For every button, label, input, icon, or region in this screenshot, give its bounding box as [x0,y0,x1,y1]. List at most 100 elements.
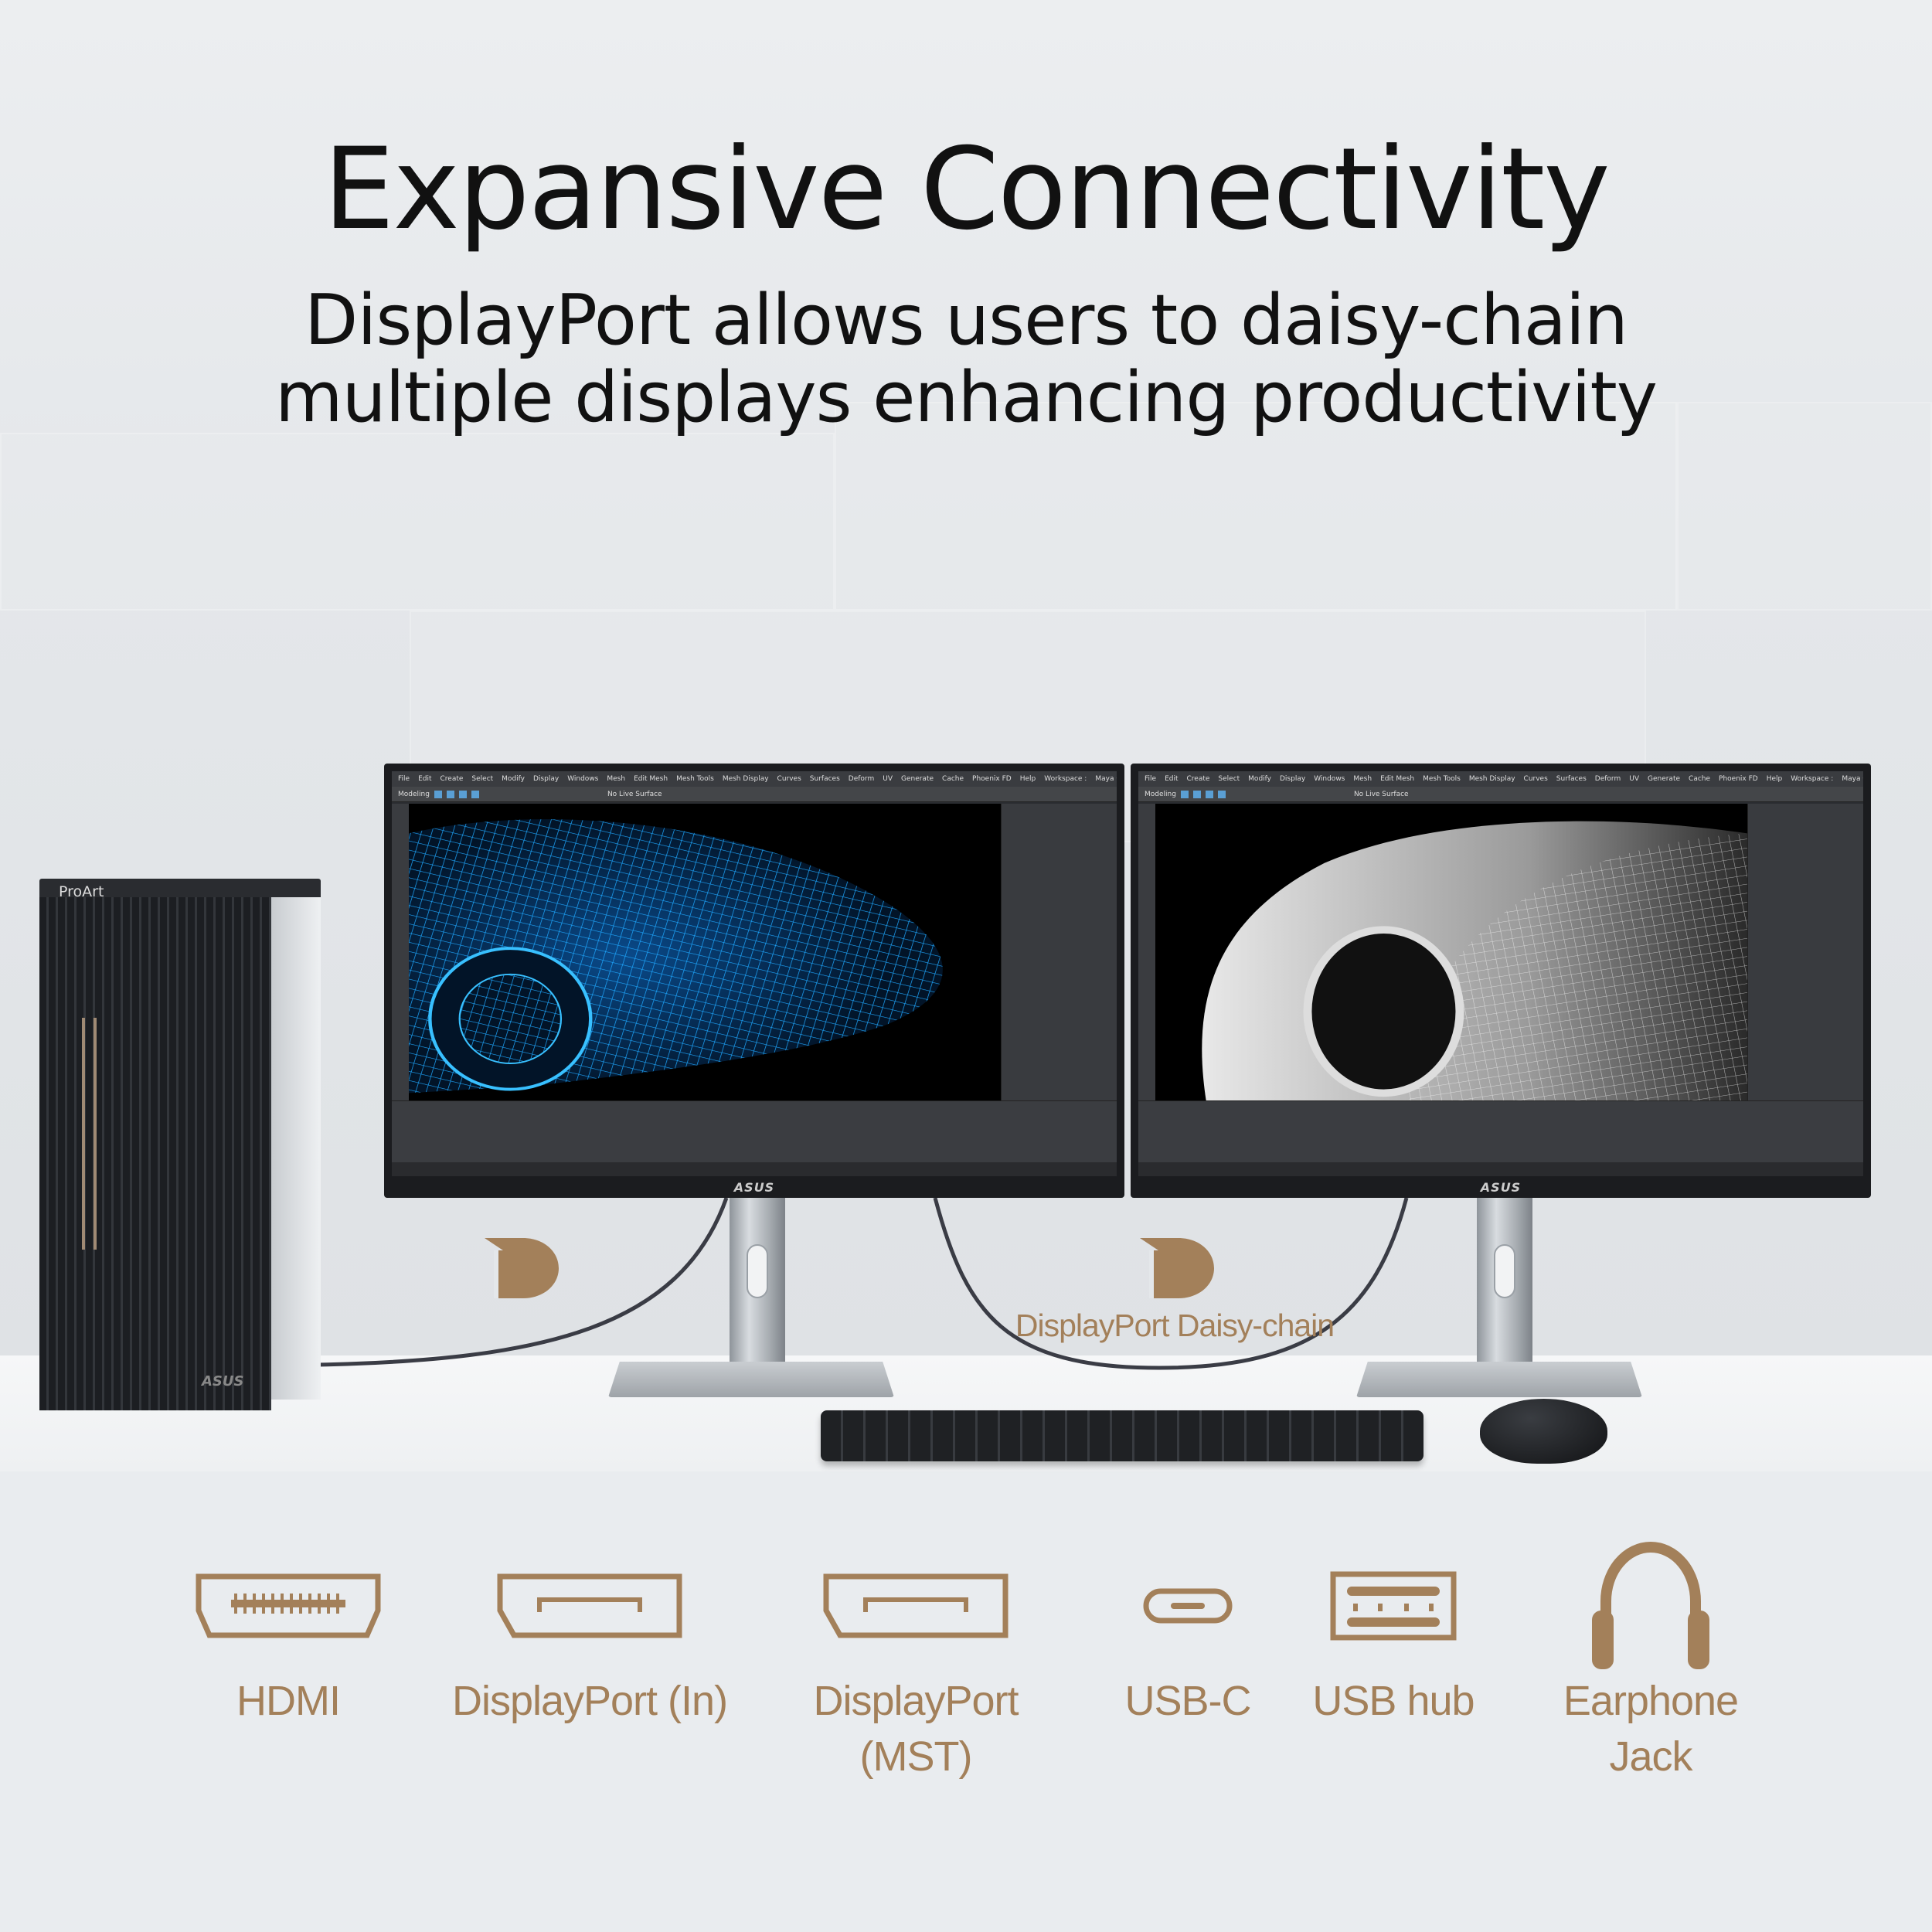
port-displayport-in: DisplayPort (In) [427,1538,752,1729]
mode-select[interactable]: Modeling [1145,790,1176,798]
daisy-chain-caption: DisplayPort Daisy-chain [1015,1308,1335,1343]
menu-edit[interactable]: Edit [1165,775,1179,783]
menu-select[interactable]: Select [471,775,494,783]
displayport-mst-icon [823,1573,1009,1638]
workspace-select[interactable]: Maya Classic [1842,775,1863,783]
menu-file[interactable]: File [398,775,410,783]
live-surface[interactable]: No Live Surface [1353,790,1409,798]
menu-deform[interactable]: Deform [848,775,875,783]
menu-deform[interactable]: Deform [1594,775,1621,783]
menu-cache[interactable]: Cache [942,775,964,783]
tool-sidebar [1138,804,1155,1100]
screen: File Edit Create Select Modify Display Windows… [1138,771,1863,1176]
app-menubar: File Edit Create Select Modify Display Windows… [392,771,1117,787]
car-wireframe [1202,821,1747,1100]
displayport-logo-icon [485,1238,559,1298]
usb-c-icon [1143,1588,1233,1623]
menu-mesh-tools[interactable]: Mesh Tools [1423,775,1461,783]
hdmi-port-icon [196,1573,381,1638]
tool-icon[interactable] [471,790,479,798]
tool-sidebar [392,804,409,1100]
menu-mesh[interactable]: Mesh [607,775,626,783]
menu-curves[interactable]: Curves [1523,775,1548,783]
live-surface[interactable]: No Live Surface [607,790,662,798]
menu-surfaces[interactable]: Surfaces [809,775,840,783]
menu-phoenix[interactable]: Phoenix FD [972,775,1012,783]
proart-logo: ProArt [59,883,104,900]
menu-generate[interactable]: Generate [1647,775,1681,783]
tower-stripe [82,1018,85,1250]
port-label: DisplayPort (In) [451,1678,728,1724]
port-label-line-2: (MST) [859,1733,973,1780]
cable-slot [747,1244,768,1298]
menu-modify[interactable]: Modify [502,775,525,783]
subheadline-line-2: multiple displays enhancing productivity [274,357,1658,438]
app-toolbar: Modeling No Live Surface [1138,787,1863,802]
displayport-logo-icon [1140,1238,1214,1298]
menu-phoenix[interactable]: Phoenix FD [1719,775,1758,783]
asus-logo: ASUS [733,1179,775,1195]
menu-select[interactable]: Select [1218,775,1240,783]
port-displayport-mst: DisplayPort (MST) [753,1538,1078,1784]
headphone-icon [1592,1541,1709,1669]
menu-create[interactable]: Create [1186,775,1210,783]
menu-edit[interactable]: Edit [418,775,432,783]
tool-icon[interactable] [446,790,454,798]
menu-mesh-display[interactable]: Mesh Display [722,775,769,783]
viewport-blue-wireframe-car[interactable] [409,804,1001,1100]
menu-help[interactable]: Help [1019,775,1036,783]
tool-icon[interactable] [1217,790,1226,798]
menu-file[interactable]: File [1145,775,1157,783]
outliner-panel [1001,804,1117,1100]
asus-logo: ASUS [1480,1179,1522,1195]
port-label: Earphone [1563,1678,1739,1724]
menu-edit-mesh[interactable]: Edit Mesh [634,775,668,783]
menu-display[interactable]: Display [533,775,560,783]
tool-icon[interactable] [1205,790,1213,798]
tool-icon[interactable] [458,790,467,798]
port-usb-hub: USB hub [1231,1538,1556,1729]
lower-area [0,1471,1932,1932]
menu-mesh[interactable]: Mesh [1353,775,1372,783]
monitor-left: File Edit Create Select Modify Display Windows… [384,764,1124,1198]
menu-mesh-display[interactable]: Mesh Display [1468,775,1515,783]
menu-edit-mesh[interactable]: Edit Mesh [1380,775,1415,783]
menu-mesh-tools[interactable]: Mesh Tools [676,775,714,783]
menu-curves[interactable]: Curves [777,775,801,783]
viewport-white-wireframe-car[interactable] [1155,804,1747,1100]
monitor-stand-neck [730,1198,785,1368]
tool-icon[interactable] [434,790,442,798]
tool-icon[interactable] [1192,790,1201,798]
menu-modify[interactable]: Modify [1248,775,1271,783]
workspace-label: Workspace : [1044,775,1087,783]
menu-help[interactable]: Help [1766,775,1783,783]
displayport-in-icon [497,1573,682,1638]
monitor-stand-base [1356,1362,1642,1397]
menu-windows[interactable]: Windows [567,775,599,783]
menu-uv[interactable]: UV [883,775,893,783]
mode-select[interactable]: Modeling [398,790,430,798]
menu-create[interactable]: Create [440,775,464,783]
tool-icon[interactable] [1180,790,1189,798]
subheadline-line-1: DisplayPort allows users to daisy-chain [304,280,1628,361]
menu-surfaces[interactable]: Surfaces [1556,775,1587,783]
port-usb-c: USB-C [1026,1538,1350,1729]
menu-windows[interactable]: Windows [1314,775,1345,783]
workspace-select[interactable]: Maya Classic [1095,775,1117,783]
menu-cache[interactable]: Cache [1689,775,1711,783]
pc-tower: ProArt ASUS [39,879,321,1410]
port-label-line-2: Jack [1609,1733,1692,1780]
menu-generate[interactable]: Generate [900,775,934,783]
wall-panel [1677,402,1932,611]
keyboard [821,1410,1423,1461]
wall-panel [0,433,835,611]
cable-pc-to-monitor-1 [316,1197,729,1367]
port-label: DisplayPort [813,1678,1019,1724]
tower-asus-badge: ASUS [202,1373,244,1389]
menu-uv[interactable]: UV [1629,775,1639,783]
menu-display[interactable]: Display [1280,775,1306,783]
workspace-label: Workspace : [1791,775,1834,783]
monitor-right: File Edit Create Select Modify Display Windows… [1131,764,1871,1198]
cable-daisy-chain [933,1197,1409,1370]
